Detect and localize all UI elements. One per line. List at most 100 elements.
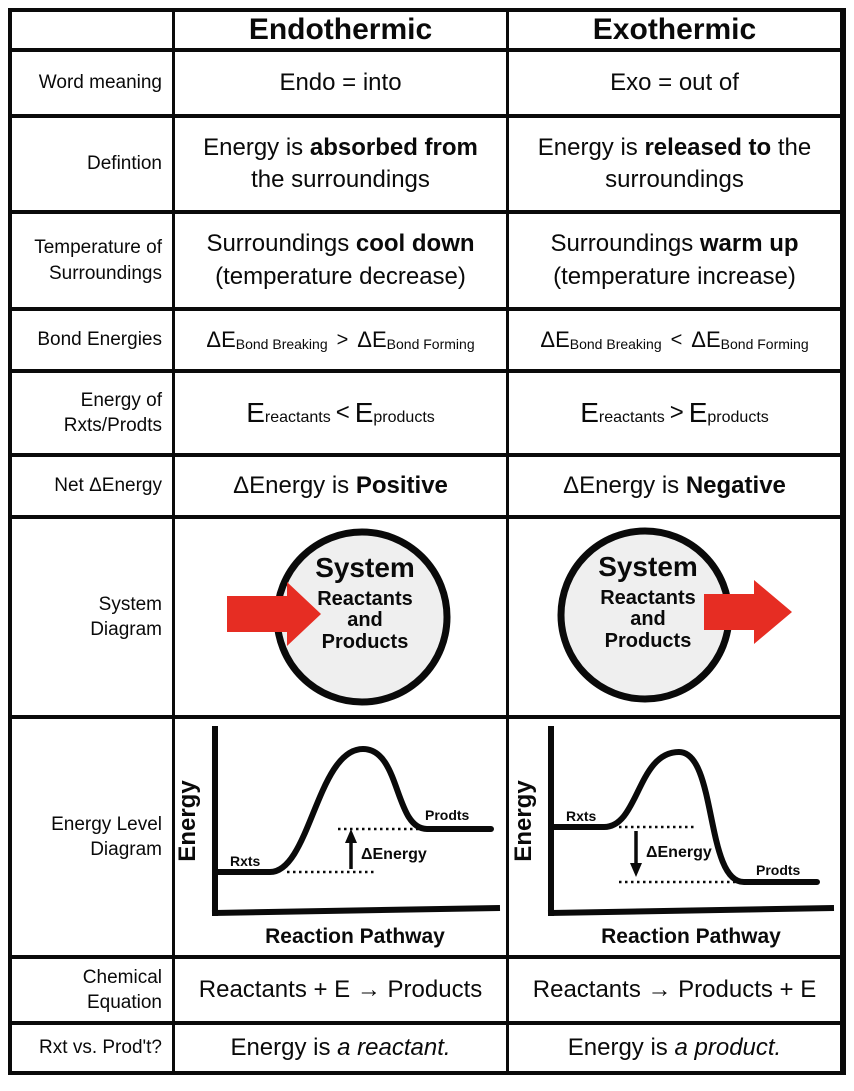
e-symbol: E bbox=[246, 397, 265, 429]
energy-comparator-exo: > bbox=[669, 398, 684, 426]
e-symbol: E bbox=[580, 397, 599, 429]
endothermic-column-header: Endothermic bbox=[175, 12, 506, 48]
definition-endo-post: the surroundings bbox=[251, 166, 430, 193]
delta-energy-label: ΔEnergy bbox=[361, 846, 427, 863]
definition-exo: Energy is released to the surroundings bbox=[509, 118, 840, 210]
comparison-table: Endothermic Exothermic Word meaning Endo… bbox=[8, 8, 846, 1075]
rxt-pre: Energy is bbox=[567, 1033, 675, 1061]
definition-endo-pre: Energy is bbox=[203, 133, 310, 161]
system-diagram-endo: System Reactants and Products bbox=[175, 519, 506, 715]
row-label-energy-of-rxts: Energy of Rxts/Prodts bbox=[12, 373, 172, 453]
rxt-pre: Energy is bbox=[230, 1033, 338, 1061]
reactants-label: Rxts bbox=[230, 853, 261, 869]
net-energy-endo-bold: Positive bbox=[355, 471, 448, 499]
temperature-exo-post: (temperature increase) bbox=[553, 262, 796, 290]
row-label-chemical-equation: Chemical Equation bbox=[12, 959, 172, 1021]
word-meaning-endo: Endo = into bbox=[175, 52, 506, 114]
system-circle-and: and bbox=[630, 608, 666, 630]
bond-comparator-exo: < bbox=[670, 328, 683, 351]
temperature-endo: Surroundings cool down (temperature decr… bbox=[175, 214, 506, 307]
system-circle-and: and bbox=[347, 609, 383, 631]
system-circle-products: Products bbox=[322, 631, 409, 653]
temperature-endo-pre: Surroundings bbox=[206, 230, 356, 258]
definition-exo-bold: released to bbox=[644, 133, 772, 161]
system-circle-reactants: Reactants bbox=[600, 587, 696, 609]
row-label-temperature: Temperature of Surroundings bbox=[12, 214, 172, 307]
reaction-curve bbox=[214, 745, 494, 875]
net-energy-exo-bold: Negative bbox=[685, 471, 786, 499]
y-axis-label: Energy bbox=[510, 780, 537, 862]
sub-reactants: reactants bbox=[598, 409, 665, 427]
y-axis-label: Energy bbox=[175, 780, 201, 862]
definition-exo-post: the surroundings bbox=[605, 133, 812, 193]
row-label-system-diagram: System Diagram bbox=[12, 519, 172, 715]
reaction-curve bbox=[550, 748, 820, 885]
definition-endo: Energy is absorbed from the surroundings bbox=[175, 118, 506, 210]
x-axis-label: Reaction Pathway bbox=[601, 925, 781, 948]
exo-energy-plot: ΔEnergy Rxts Prodts Energy Reaction Path… bbox=[510, 726, 835, 948]
row-label-bond-energies: Bond Energies bbox=[12, 311, 172, 369]
reactants-label: Rxts bbox=[566, 808, 597, 824]
system-circle-title: System bbox=[315, 552, 415, 583]
rxt-endo-italic: a reactant. bbox=[337, 1033, 451, 1061]
rxt-vs-prodt-exo: Energy is a product. bbox=[509, 1025, 840, 1071]
energy-level-diagram-endo: ΔEnergy Rxts Prodts Energy Reaction Path… bbox=[175, 719, 506, 955]
row-label-word-meaning: Word meaning bbox=[12, 52, 172, 114]
row-label-net-energy: Net ΔEnergy bbox=[12, 457, 172, 515]
net-energy-exo: ΔEnergy is Negative bbox=[509, 457, 840, 515]
energy-comparator-endo: < bbox=[335, 398, 350, 426]
chemical-equation-exo: Reactants → Products + E bbox=[509, 959, 840, 1021]
system-circle-title: System bbox=[598, 551, 698, 582]
delta-energy-label: ΔEnergy bbox=[646, 844, 712, 861]
sub-products: products bbox=[707, 409, 769, 427]
sub-bond-breaking: Bond Breaking bbox=[569, 335, 662, 352]
temperature-endo-bold: cool down bbox=[355, 230, 475, 258]
temperature-exo-pre: Surroundings bbox=[550, 230, 700, 258]
delta-e-forming: ΔE bbox=[357, 327, 387, 353]
e-symbol: E bbox=[354, 397, 374, 429]
corner-cell bbox=[12, 12, 172, 48]
definition-endo-bold: absorbed from bbox=[309, 133, 478, 161]
delta-e-forming: ΔE bbox=[691, 327, 721, 353]
definition-exo-pre: Energy is bbox=[537, 133, 645, 161]
system-diagram-exo: System Reactants and Products bbox=[509, 519, 840, 715]
temperature-exo: Surroundings warm up (temperature increa… bbox=[509, 214, 840, 307]
e-symbol: E bbox=[688, 397, 708, 429]
bond-comparator-endo: > bbox=[336, 328, 349, 351]
system-circle-reactants: Reactants bbox=[317, 588, 413, 610]
row-label-energy-level-diagram: Energy Level Diagram bbox=[12, 719, 172, 955]
x-axis bbox=[547, 904, 835, 917]
delta-e-breaking: ΔE bbox=[206, 327, 236, 353]
rxt-vs-prodt-endo: Energy is a reactant. bbox=[175, 1025, 506, 1071]
x-axis bbox=[211, 904, 501, 917]
delta-e-breaking: ΔE bbox=[540, 327, 570, 353]
down-arrow-icon bbox=[630, 863, 642, 877]
products-label: Prodts bbox=[756, 862, 801, 878]
word-meaning-exo: Exo = out of bbox=[509, 52, 840, 114]
row-label-definition: Defintion bbox=[12, 118, 172, 210]
row-label-rxt-vs-prodt: Rxt vs. Prod't? bbox=[12, 1025, 172, 1071]
products-label: Prodts bbox=[425, 807, 470, 823]
net-energy-endo: ΔEnergy is Positive bbox=[175, 457, 506, 515]
net-energy-pre: ΔEnergy is bbox=[563, 471, 686, 499]
up-arrow-icon bbox=[345, 829, 357, 843]
sub-bond-forming: Bond Forming bbox=[386, 335, 475, 352]
net-energy-pre: ΔEnergy is bbox=[233, 471, 356, 499]
endo-system-diagram: System Reactants and Products bbox=[227, 528, 451, 706]
chemical-equation-endo: Reactants + E → Products bbox=[175, 959, 506, 1021]
temperature-endo-post: (temperature decrease) bbox=[215, 262, 466, 290]
rxt-exo-italic: a product. bbox=[674, 1033, 782, 1061]
sub-products: products bbox=[373, 409, 435, 427]
exothermic-column-header: Exothermic bbox=[509, 12, 840, 48]
temperature-exo-bold: warm up bbox=[699, 230, 799, 258]
x-axis-label: Reaction Pathway bbox=[265, 925, 445, 948]
system-circle-products: Products bbox=[605, 630, 692, 652]
energy-in-arrow-icon bbox=[227, 582, 321, 646]
sub-bond-forming: Bond Forming bbox=[720, 335, 809, 352]
energy-out-arrow-icon bbox=[704, 580, 792, 644]
energy-level-diagram-exo: ΔEnergy Rxts Prodts Energy Reaction Path… bbox=[509, 719, 840, 955]
